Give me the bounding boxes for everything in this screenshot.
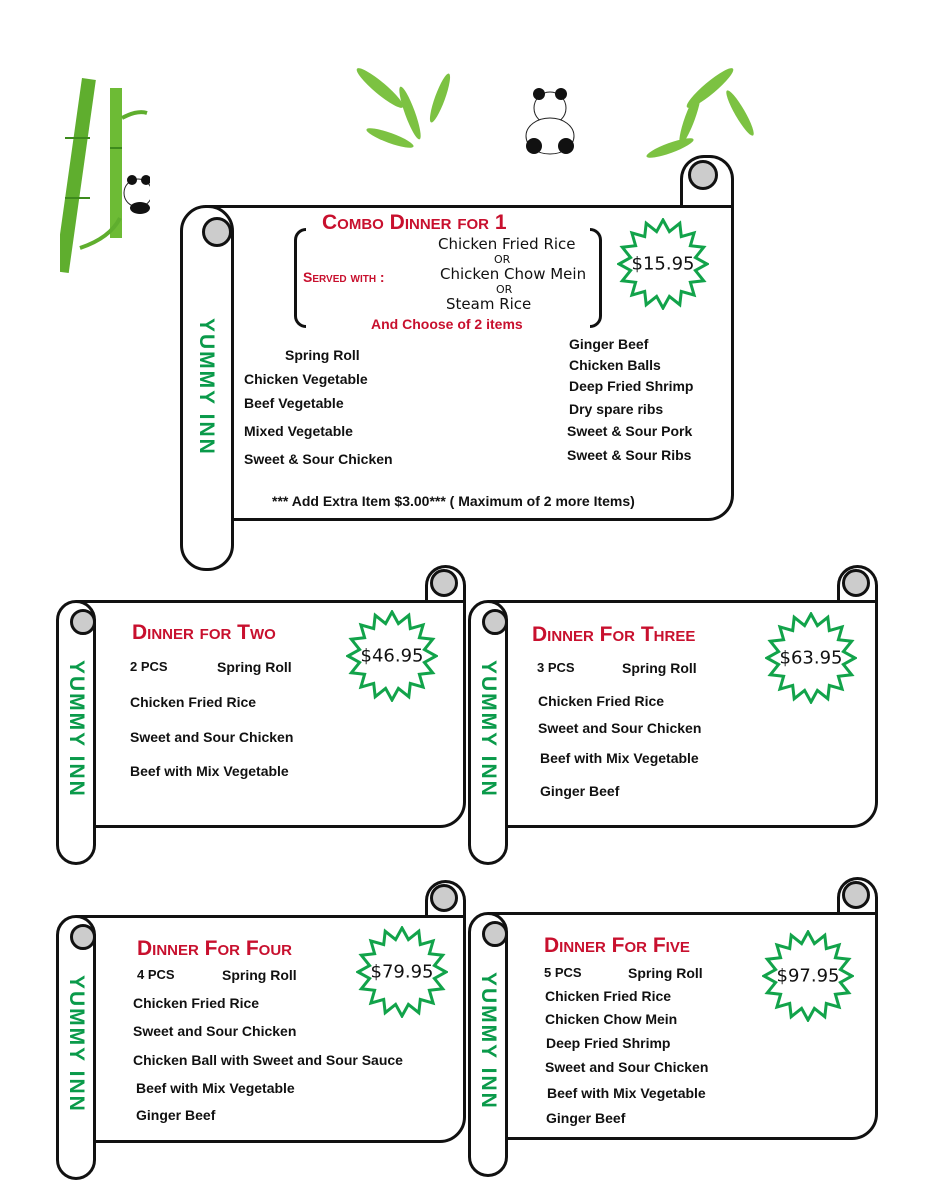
- scroll-curl-cap: [842, 569, 870, 597]
- option-or: OR: [494, 253, 511, 266]
- menu-item: Ginger Beef: [569, 336, 649, 352]
- dinner-title: Dinner For Three: [532, 623, 696, 646]
- price: $46.95: [360, 645, 424, 667]
- menu-item: Sweet & Sour Ribs: [567, 447, 692, 463]
- menu-item: Chicken Fried Rice: [133, 995, 260, 1011]
- choose-note: And Choose of 2 items: [371, 316, 523, 332]
- price-badge: $46.95: [346, 610, 438, 702]
- menu-item: Beef with Mix Vegetable: [547, 1085, 706, 1101]
- combo-title: Combo Dinner for 1: [322, 211, 507, 234]
- extra-item-note: *** Add Extra Item $3.00*** ( Maximum of…: [272, 493, 635, 509]
- menu-item: Spring Roll: [217, 659, 292, 675]
- menu-item: Spring Roll: [622, 660, 697, 676]
- price: $79.95: [370, 961, 434, 983]
- menu-item: Sweet and Sour Chicken: [538, 720, 702, 736]
- menu-item: Dry spare ribs: [569, 401, 664, 417]
- bamboo-panda-illustration: [60, 78, 150, 274]
- option-or: OR: [496, 283, 513, 296]
- brand-label: YUMMY INN: [477, 660, 500, 798]
- menu-item: Sweet and Sour Chicken: [130, 729, 294, 745]
- menu-item: Chicken Balls: [569, 357, 661, 373]
- scroll-roll: [180, 205, 234, 571]
- brand-label: YUMMY INN: [65, 660, 88, 798]
- scroll-roll: [468, 912, 508, 1177]
- scroll-body: [76, 915, 466, 1143]
- menu-item: Chicken Fried Rice: [130, 694, 257, 710]
- menu-item: Deep Fried Shrimp: [569, 378, 694, 394]
- menu-item: Beef with Mix Vegetable: [540, 750, 699, 766]
- scroll-roll: [56, 915, 96, 1180]
- menu-item: Beef with Mix Vegetable: [130, 763, 289, 779]
- option-1: Chicken Fried Rice: [438, 235, 576, 253]
- menu-item: Beef with Mix Vegetable: [136, 1080, 295, 1096]
- menu-item: Sweet & Sour Chicken: [244, 451, 393, 467]
- pieces-label: 4 PCS: [137, 967, 175, 982]
- menu-item: Spring Roll: [285, 347, 360, 363]
- menu-item: Mixed Vegetable: [244, 423, 353, 439]
- served-with-label: Served with :: [303, 269, 385, 285]
- menu-item: Sweet and Sour Chicken: [133, 1023, 297, 1039]
- scroll-roll-cap: [70, 609, 96, 635]
- left-brace: [294, 228, 306, 328]
- menu-item: Deep Fried Shrimp: [546, 1035, 671, 1051]
- menu-item: Chicken Fried Rice: [538, 693, 665, 709]
- scroll-curl-cap: [842, 881, 870, 909]
- menu-item: Chicken Fried Rice: [545, 988, 672, 1004]
- menu-item: Ginger Beef: [136, 1107, 216, 1123]
- scroll-curl-cap: [430, 884, 458, 912]
- scroll-roll: [468, 600, 508, 865]
- bamboo-leaves-panda-illustration: [356, 68, 754, 158]
- brand-label: YUMMY INN: [477, 972, 500, 1110]
- menu-item: Spring Roll: [222, 967, 297, 983]
- scroll-roll-cap: [482, 921, 508, 947]
- price: $97.95: [776, 965, 840, 987]
- menu-item: Chicken Ball with Sweet and Sour Sauce: [133, 1052, 403, 1068]
- scroll-roll: [56, 600, 96, 865]
- price-badge: $15.95: [617, 218, 709, 310]
- menu-item: Beef Vegetable: [244, 395, 344, 411]
- pieces-label: 3 PCS: [537, 660, 575, 675]
- scroll-roll-cap: [202, 217, 232, 247]
- menu-item: Chicken Vegetable: [244, 371, 368, 387]
- brand-label: YUMMY INN: [195, 318, 218, 456]
- price-badge: $97.95: [762, 930, 854, 1022]
- scroll-body: [76, 600, 466, 828]
- dinner-title: Dinner For Five: [544, 934, 690, 957]
- dinner-title: Dinner For Four: [137, 937, 292, 960]
- menu-item: Sweet and Sour Chicken: [545, 1059, 709, 1075]
- menu-item: Sweet & Sour Pork: [567, 423, 693, 439]
- scroll-roll-cap: [482, 609, 508, 635]
- dinner-title: Dinner for Two: [132, 621, 276, 644]
- price-badge: $63.95: [765, 612, 857, 704]
- scroll-curl-cap: [430, 569, 458, 597]
- menu-item: Chicken Chow Mein: [545, 1011, 678, 1027]
- pieces-label: 2 PCS: [130, 659, 168, 674]
- brand-label: YUMMY INN: [65, 975, 88, 1113]
- menu-item: Ginger Beef: [540, 783, 620, 799]
- price-badge: $79.95: [356, 926, 448, 1018]
- scroll-curl-cap: [688, 160, 718, 190]
- right-brace: [590, 228, 602, 328]
- price: $15.95: [631, 253, 695, 275]
- option-2: Chicken Chow Mein: [440, 265, 587, 283]
- pieces-label: 5 PCS: [544, 965, 582, 980]
- price: $63.95: [779, 647, 843, 669]
- menu-item: Ginger Beef: [546, 1110, 626, 1126]
- menu-item: Spring Roll: [628, 965, 703, 981]
- scroll-roll-cap: [70, 924, 96, 950]
- option-3: Steam Rice: [446, 295, 532, 313]
